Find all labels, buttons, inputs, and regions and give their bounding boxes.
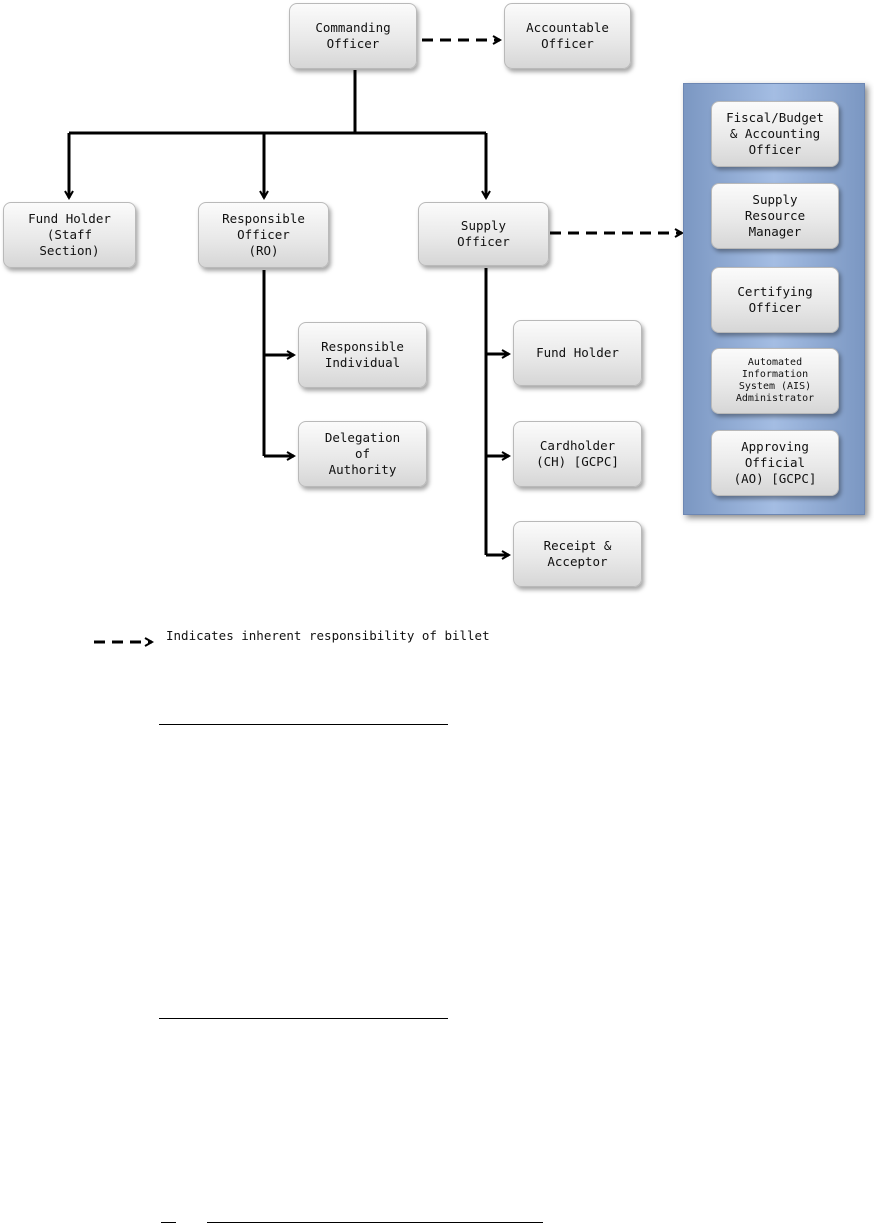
legend-text: Indicates inherent responsibility of bil…	[166, 628, 490, 643]
accountable-officer-box: Accountable Officer	[504, 3, 631, 69]
separator-rule-1	[159, 724, 448, 725]
fund-holder-box: Fund Holder	[513, 320, 642, 386]
cardholder-box: Cardholder (CH) [GCPC]	[513, 421, 642, 487]
fund-holder-staff-section-box: Fund Holder (Staff Section)	[3, 202, 136, 268]
fiscal-budget-accounting-officer-box: Fiscal/Budget & Accounting Officer	[711, 101, 839, 167]
receipt-acceptor-box: Receipt & Acceptor	[513, 521, 642, 587]
separator-rule-2	[159, 1018, 448, 1019]
supply-officer-box: Supply Officer	[418, 202, 549, 266]
approving-official-box: Approving Official (AO) [GCPC]	[711, 430, 839, 496]
supply-resource-manager-box: Supply Resource Manager	[711, 183, 839, 249]
responsible-individual-box: Responsible Individual	[298, 322, 427, 388]
ais-administrator-box: Automated Information System (AIS) Admin…	[711, 348, 839, 414]
commanding-officer-box: Commanding Officer	[289, 3, 417, 69]
responsible-officer-box: Responsible Officer (RO)	[198, 202, 329, 268]
delegation-of-authority-box: Delegation of Authority	[298, 421, 427, 487]
certifying-officer-box: Certifying Officer	[711, 267, 839, 333]
